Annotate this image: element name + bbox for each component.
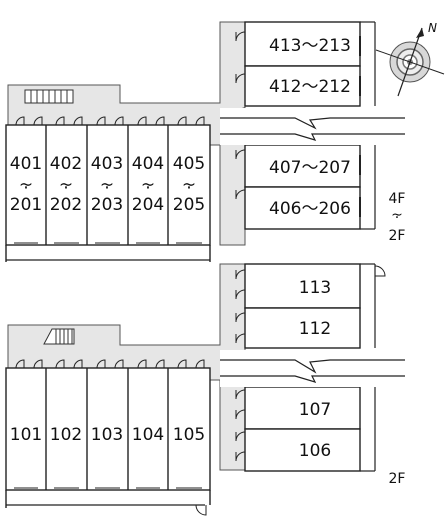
upper-break-line (220, 108, 410, 145)
upper-west-labels: 401 ⸟ 201 402 ⸟ 202 403 ⸟ 203 404 ⸟ 204 … (10, 154, 205, 215)
room-label-113: 113 (299, 278, 331, 298)
upper-east-block (235, 21, 376, 230)
floor-range-sep: ⸟ (391, 207, 403, 223)
room-label-107: 107 (299, 400, 331, 420)
room-label-112: 112 (299, 319, 331, 339)
lower-break-line (220, 350, 410, 387)
compass-north-label: N (428, 21, 437, 35)
room-sep-402: ⸟ (59, 175, 73, 195)
room-label-104: 104 (132, 425, 164, 445)
room-label-105: 105 (173, 425, 205, 445)
room-label-201: 201 (10, 195, 42, 215)
room-label-405: 405 (173, 154, 205, 174)
room-label-402: 402 (50, 154, 82, 174)
room-label-106: 106 (299, 441, 331, 461)
room-label-204: 204 (132, 195, 164, 215)
room-label-403: 403 (91, 154, 123, 174)
floor-label-2f-lower: 2F (389, 471, 406, 487)
room-label-101: 101 (10, 425, 42, 445)
room-label-407: 407〜207 (269, 158, 351, 178)
lower-stairs (43, 328, 75, 345)
room-label-205: 205 (173, 195, 205, 215)
room-label-103: 103 (91, 425, 123, 445)
upper-west-block (5, 116, 211, 262)
room-sep-401: ⸟ (19, 175, 33, 195)
room-sep-405: ⸟ (182, 175, 196, 195)
room-label-413: 413〜213 (269, 36, 351, 56)
upper-stairs (24, 89, 74, 104)
upper-floor-range: 4F ⸟ 2F (389, 191, 406, 244)
room-sep-403: ⸟ (100, 175, 114, 195)
lower-west-labels: 101 102 103 104 105 (10, 425, 205, 445)
room-label-412: 412〜212 (269, 77, 351, 97)
upper-floor-plan: 413〜213 412〜212 407〜207 406〜206 401 ⸟ 20… (5, 21, 410, 262)
floor-label-4f: 4F (389, 191, 406, 207)
room-sep-404: ⸟ (141, 175, 155, 195)
floor-label-2f-upper: 2F (389, 228, 406, 244)
room-label-203: 203 (91, 195, 123, 215)
lower-floor-plan: 113 112 107 106 101 102 103 104 105 2F (5, 263, 410, 516)
room-label-401: 401 (10, 154, 42, 174)
compass-icon: N (375, 21, 445, 97)
room-label-404: 404 (132, 154, 164, 174)
room-label-406: 406〜206 (269, 199, 351, 219)
room-label-202: 202 (50, 195, 82, 215)
room-label-102: 102 (50, 425, 82, 445)
lower-east-block (235, 263, 386, 472)
lower-west-block (5, 359, 211, 516)
